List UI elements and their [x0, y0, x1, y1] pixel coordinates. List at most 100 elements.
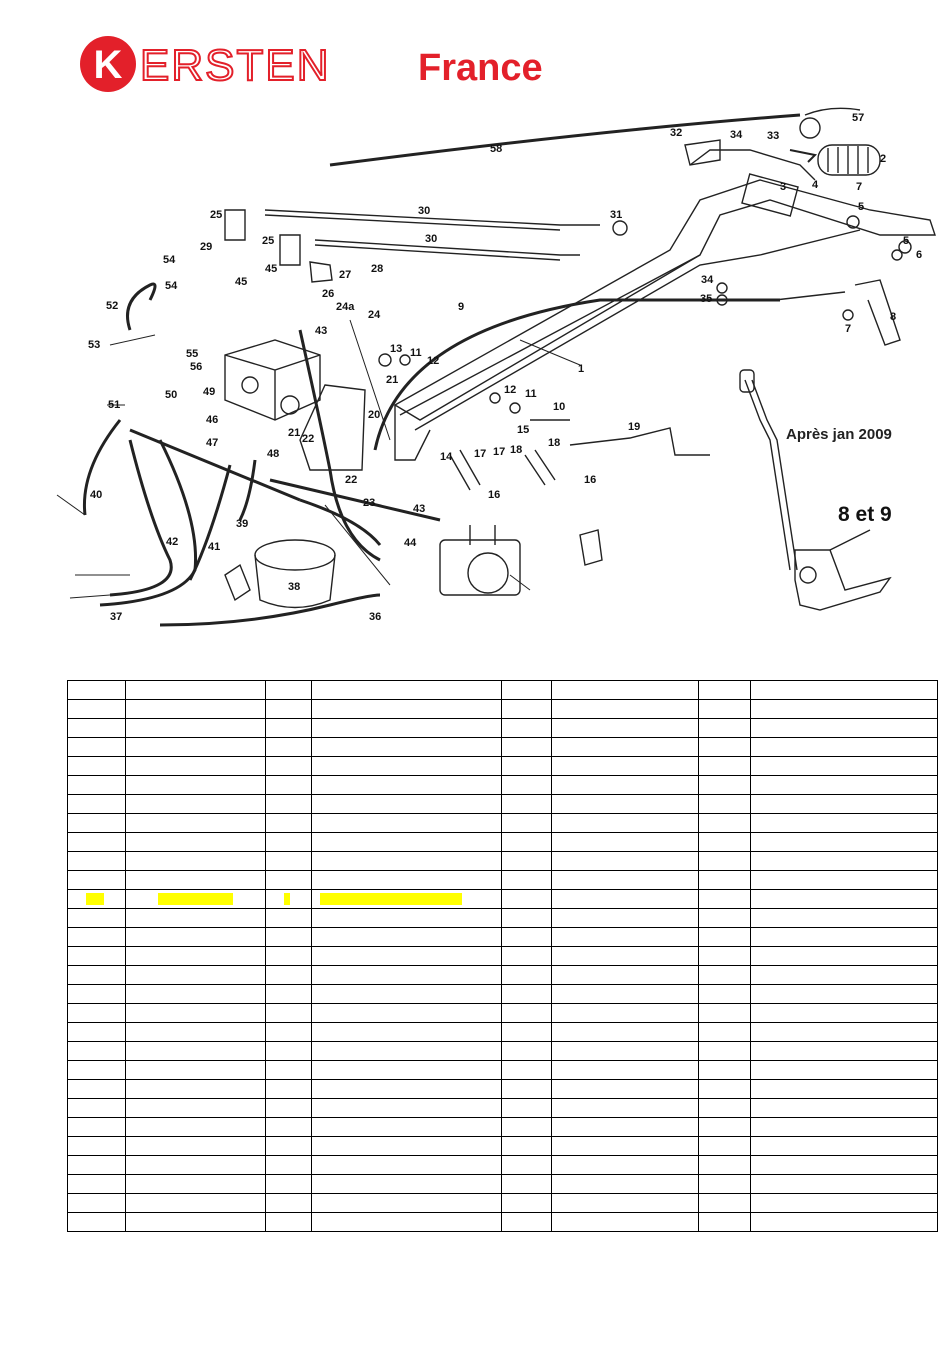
- table-cell: [698, 1136, 751, 1156]
- table-cell: [265, 1212, 312, 1232]
- parts-table: [67, 680, 938, 1232]
- table-cell: [311, 1060, 502, 1080]
- table-cell: [125, 718, 266, 738]
- table-cell: [698, 1041, 751, 1061]
- table-cell: [67, 1079, 126, 1099]
- table-row: [67, 737, 938, 757]
- table-row: [67, 946, 938, 966]
- table-cell: [501, 718, 552, 738]
- table-row: [67, 813, 938, 833]
- table-cell: [698, 851, 751, 871]
- inset-label: 8 et 9: [838, 503, 892, 526]
- svg-text:28: 28: [371, 263, 383, 275]
- table-cell: [67, 775, 126, 795]
- table-cell: [67, 1155, 126, 1175]
- table-cell: [67, 1098, 126, 1118]
- table-cell: [551, 1041, 699, 1061]
- fasteners: [224, 139, 912, 566]
- svg-text:57: 57: [852, 112, 864, 124]
- svg-text:31: 31: [610, 209, 622, 221]
- table-cell: [750, 699, 938, 719]
- table-cell: [501, 1117, 552, 1137]
- table-cell: [551, 775, 699, 795]
- table-cell: [501, 1193, 552, 1213]
- table-cell: [67, 946, 126, 966]
- table-cell: [265, 1098, 312, 1118]
- svg-text:39: 39: [236, 518, 248, 530]
- svg-text:11: 11: [525, 388, 537, 400]
- table-cell: [501, 984, 552, 1004]
- svg-text:10: 10: [553, 401, 565, 413]
- leader-lines: [56, 319, 581, 599]
- table-cell: [501, 889, 552, 909]
- svg-text:7: 7: [856, 181, 862, 193]
- table-cell: [265, 1136, 312, 1156]
- svg-text:17: 17: [474, 448, 486, 460]
- table-cell: [750, 851, 938, 871]
- table-cell: [311, 889, 502, 909]
- table-cell: [311, 1174, 502, 1194]
- table-row: [67, 1060, 938, 1080]
- table-cell: [698, 1193, 751, 1213]
- table-cell: [750, 984, 938, 1004]
- table-cell: [501, 946, 552, 966]
- table-cell: [551, 1136, 699, 1156]
- table-cell: [501, 870, 552, 890]
- table-cell: [265, 775, 312, 795]
- table-row: [67, 908, 938, 928]
- table-cell: [265, 946, 312, 966]
- table-cell: [311, 984, 502, 1004]
- table-cell: [551, 1155, 699, 1175]
- table-cell: [698, 870, 751, 890]
- table-cell: [265, 984, 312, 1004]
- table-cell: [265, 965, 312, 985]
- logo-wordmark: ERSTEN: [140, 41, 330, 90]
- svg-text:40: 40: [90, 489, 102, 501]
- table-cell: [311, 1041, 502, 1061]
- table-cell: [311, 794, 502, 814]
- table-cell: [750, 718, 938, 738]
- kersten-logo: K ERSTEN France: [80, 36, 543, 92]
- svg-text:38: 38: [288, 581, 300, 593]
- table-cell: [265, 1041, 312, 1061]
- svg-text:33: 33: [767, 130, 779, 142]
- svg-text:46: 46: [206, 414, 218, 426]
- table-row: [67, 984, 938, 1004]
- table-cell: [551, 927, 699, 947]
- table-cell: [501, 794, 552, 814]
- table-cell: [311, 1193, 502, 1213]
- svg-text:56: 56: [190, 361, 202, 373]
- table-cell: [67, 718, 126, 738]
- svg-text:49: 49: [203, 386, 215, 398]
- svg-text:52: 52: [106, 300, 118, 312]
- bracket-20: [299, 384, 366, 471]
- table-cell: [311, 718, 502, 738]
- table-cell: [67, 851, 126, 871]
- table-cell: [698, 1117, 751, 1137]
- table-cell: [551, 1098, 699, 1118]
- table-cell: [125, 1003, 266, 1023]
- svg-text:32: 32: [670, 127, 682, 139]
- table-cell: [750, 1174, 938, 1194]
- table-row: [67, 699, 938, 719]
- exploded-parts-diagram: 1 2 3 4 5 5 6 7 7 8 9 10 11 11 12 12 13 …: [56, 107, 936, 627]
- table-cell: [750, 908, 938, 928]
- table-cell: [125, 908, 266, 928]
- rod-30-lower: [314, 239, 580, 256]
- svg-text:13: 13: [390, 343, 402, 355]
- table-cell: [750, 1079, 938, 1099]
- table-cell: [125, 756, 266, 776]
- logo-country: France: [418, 47, 543, 89]
- lever-assembly-inset: [739, 369, 892, 611]
- table-cell: [265, 737, 312, 757]
- table-cell: [265, 1155, 312, 1175]
- table-cell: [750, 1003, 938, 1023]
- rod-30-upper: [264, 209, 600, 226]
- table-row: [67, 1022, 938, 1042]
- table-cell: [750, 1193, 938, 1213]
- table-cell: [698, 813, 751, 833]
- table-cell: [501, 1136, 552, 1156]
- svg-text:11: 11: [410, 347, 422, 359]
- table-cell: [698, 794, 751, 814]
- table-row: [67, 1193, 938, 1213]
